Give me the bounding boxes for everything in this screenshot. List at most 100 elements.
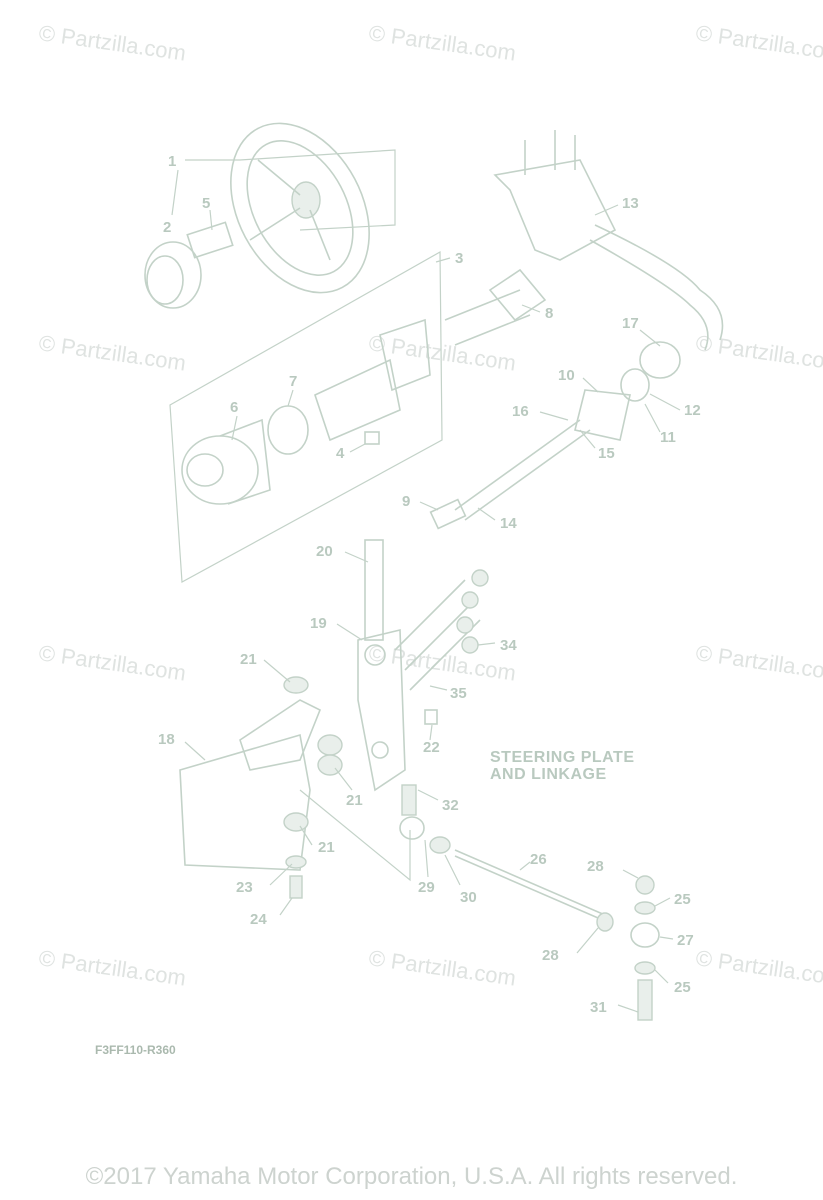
- helm-gear: [379, 318, 431, 392]
- callout-label: 14: [500, 515, 517, 532]
- wheel-spoke: [249, 207, 301, 241]
- callout-label: 17: [622, 315, 639, 332]
- cable-rod: [464, 429, 591, 521]
- steering-cable: [594, 224, 724, 341]
- callout-label: 15: [598, 445, 615, 462]
- watermark: © Partzilla.com: [37, 945, 187, 990]
- callout-label: 19: [310, 615, 327, 632]
- shaft: [364, 539, 384, 641]
- diagram-title-line2: AND LINKAGE: [490, 766, 607, 783]
- cable-end: [574, 389, 631, 441]
- plate-hole: [364, 644, 386, 666]
- frame-box: [169, 250, 443, 583]
- wheel-cap: [144, 241, 202, 309]
- callout-label: 32: [442, 797, 459, 814]
- steering-plate: [357, 628, 406, 792]
- ring: [620, 368, 650, 402]
- watermark: © Partzilla.com: [37, 640, 187, 685]
- callout-label: 3: [455, 250, 463, 267]
- bolt: [289, 875, 303, 899]
- callout-label: 13: [622, 195, 639, 212]
- wheel-spoke: [309, 209, 331, 261]
- nut: [635, 875, 655, 895]
- diagram-code: F3FF110-R360: [95, 1043, 176, 1057]
- washer: [283, 676, 309, 694]
- nut-kit: [186, 221, 234, 259]
- bolt: [404, 599, 476, 671]
- nut: [461, 591, 479, 609]
- callout-label: 23: [236, 879, 253, 896]
- watermark: © Partzilla.com: [367, 20, 517, 65]
- callout-label: 11: [660, 429, 676, 446]
- callout-label: 12: [684, 402, 701, 419]
- watermark: © Partzilla.com: [37, 330, 187, 375]
- steering-wheel: [230, 122, 370, 294]
- bolt: [454, 314, 531, 346]
- callout-label: 28: [542, 947, 559, 964]
- plate-hole: [371, 741, 389, 759]
- watermark: © Partzilla.com: [694, 20, 823, 65]
- callout-label: 4: [336, 445, 345, 462]
- tie-arm: [239, 699, 322, 771]
- watermark: © Partzilla.com: [694, 640, 823, 685]
- callout-label: 27: [677, 932, 694, 949]
- callout-label: 20: [316, 543, 333, 560]
- tie-plate: [179, 733, 311, 871]
- callout-label: 29: [418, 879, 435, 896]
- nut: [471, 569, 489, 587]
- watermark: © Partzilla.com: [367, 945, 517, 990]
- steering-cable-bracket: [493, 159, 617, 261]
- callout-label: 34: [500, 637, 517, 654]
- nut: [461, 636, 479, 654]
- bolt: [444, 289, 521, 321]
- wheel-spoke: [257, 159, 301, 196]
- leader-lines: [171, 159, 681, 1013]
- bezel-ring: [267, 405, 309, 455]
- bolt: [394, 579, 466, 651]
- nut: [456, 616, 474, 634]
- copyright-notice: ©2017 Yamaha Motor Corporation, U.S.A. A…: [85, 1163, 738, 1190]
- watermark: © Partzilla.com: [367, 330, 517, 375]
- helm-cover-body: [219, 418, 271, 505]
- clip: [364, 431, 380, 445]
- callout-label: 22: [423, 739, 440, 756]
- washer: [634, 901, 656, 915]
- callout-label: 10: [558, 367, 575, 384]
- watermark: © Partzilla.com: [694, 330, 823, 375]
- callout-label: 30: [460, 889, 477, 906]
- bolt: [401, 784, 417, 816]
- washer: [634, 961, 656, 975]
- callout-label: 24: [250, 911, 267, 928]
- callout-label: 25: [674, 891, 691, 908]
- washer: [283, 812, 309, 832]
- callout-labels: 1 2 3 4 5 6 7 8 9 10 11 12 13 14 15 16 1…: [158, 153, 701, 1016]
- callout-label: 18: [158, 731, 175, 748]
- watermark: © Partzilla.com: [367, 640, 517, 685]
- collar: [317, 734, 343, 756]
- callout-label: 16: [512, 403, 529, 420]
- callout-label: 31: [590, 999, 607, 1016]
- callout-label: 2: [163, 219, 171, 236]
- callout-label: 7: [289, 373, 297, 390]
- helm-unit-group: [169, 250, 443, 583]
- diagram-title-line1: STEERING PLATE: [490, 749, 635, 766]
- steering-wheel-inner: [246, 140, 354, 276]
- callout-label: 9: [402, 493, 410, 510]
- cable-group: [429, 130, 724, 530]
- tie-rod: [454, 855, 606, 922]
- rod-end: [630, 922, 660, 948]
- steering-cable: [589, 239, 709, 351]
- clip: [424, 709, 438, 725]
- callout-label: 8: [545, 305, 553, 322]
- callout-label: 21: [240, 651, 257, 668]
- cable-joint: [429, 498, 467, 530]
- helm-cover-inner: [186, 453, 224, 487]
- callout-label: 6: [230, 399, 238, 416]
- boot: [639, 341, 681, 379]
- callout-label: 25: [674, 979, 691, 996]
- callout-label: 21: [346, 792, 363, 809]
- callout-label: 1: [168, 153, 176, 170]
- callout-label: 26: [530, 851, 547, 868]
- tie-rod: [454, 849, 606, 916]
